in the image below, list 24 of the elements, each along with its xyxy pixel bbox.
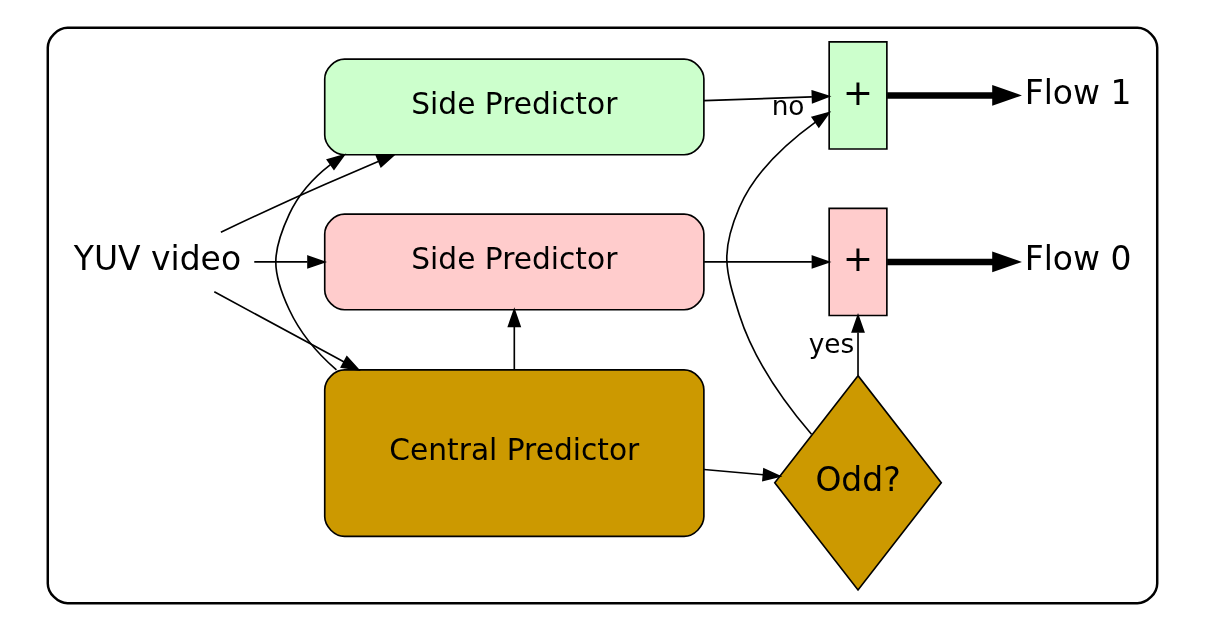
arrow — [253, 255, 327, 269]
arrow — [887, 251, 1022, 273]
arrow — [726, 111, 832, 436]
arrow — [887, 85, 1022, 106]
cluster — [46, 26, 1159, 605]
node-box: Side Predictor — [323, 213, 705, 311]
node-box: Central Predictor — [323, 369, 705, 538]
arrow — [703, 467, 783, 482]
node-text: YUV video — [73, 239, 242, 279]
edge-label: yes — [808, 329, 855, 360]
node-box: Side Predictor — [323, 58, 705, 156]
arrow — [213, 290, 361, 371]
node-box: + — [828, 207, 888, 317]
edge-label: no — [771, 91, 805, 122]
node-box: + — [828, 41, 888, 150]
node-diamond: Odd? — [773, 374, 943, 592]
arrow — [851, 313, 865, 377]
node-text: Flow 0 — [1024, 239, 1132, 279]
arrow — [220, 153, 397, 233]
arrow — [703, 90, 832, 104]
arrow — [274, 153, 347, 371]
arrow — [703, 255, 832, 269]
node-text: Flow 1 — [1024, 72, 1132, 112]
arrow — [507, 307, 522, 371]
